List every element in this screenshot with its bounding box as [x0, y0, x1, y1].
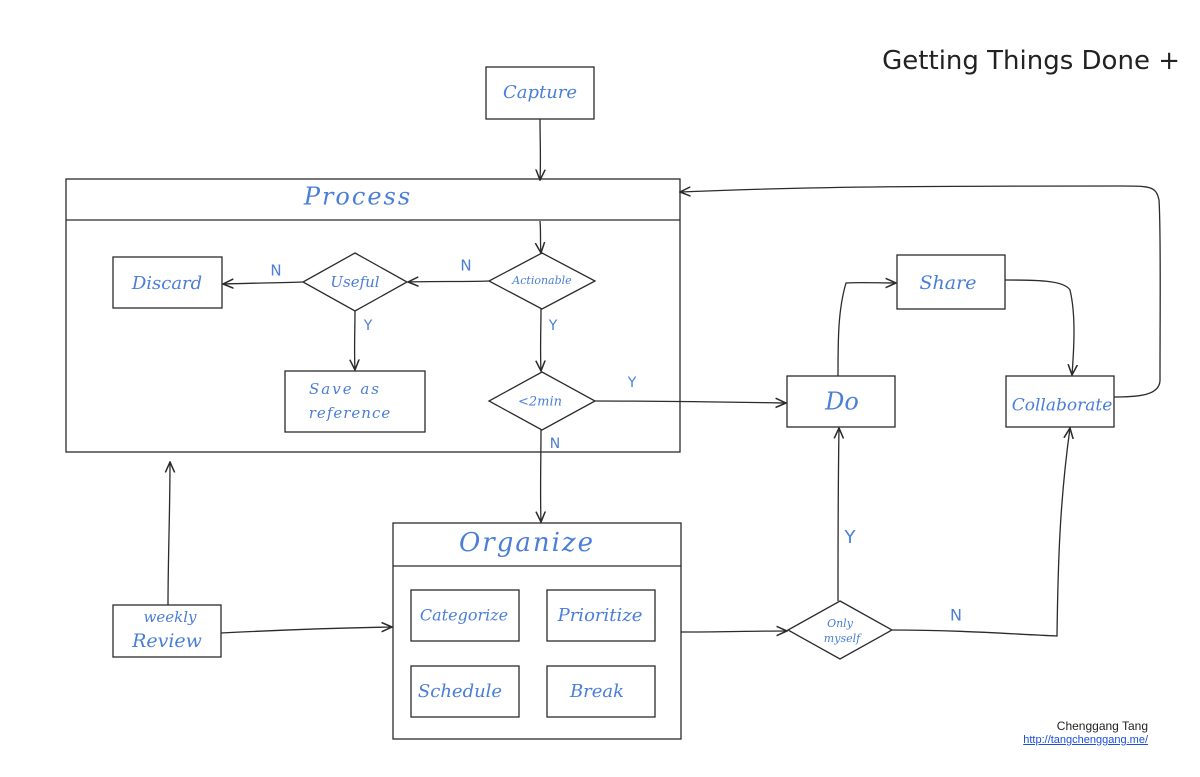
discard-label: Discard	[131, 273, 202, 294]
useful-to-discard-arrow	[223, 282, 304, 284]
process-to-actionable-arrow	[540, 220, 541, 253]
do-label: Do	[824, 388, 859, 416]
author-link[interactable]: http://tangchenggang.me/	[1023, 734, 1148, 746]
two-min-no-label: N	[550, 436, 560, 452]
only-myself-yes-label: Y	[844, 527, 857, 548]
diagram-title: Getting Things Done +	[882, 46, 1180, 76]
author-name: Chenggang Tang	[1056, 719, 1148, 733]
schedule-label: Schedule	[418, 681, 502, 702]
actionable-yes-label: Y	[548, 318, 558, 334]
schedule-box	[410, 665, 520, 718]
save-reference-line1: Save as	[309, 380, 381, 398]
weekly-review-line1: weekly	[144, 608, 197, 626]
weekly-review-box	[112, 604, 222, 658]
only-myself-no-label: N	[950, 606, 962, 625]
collaborate-box	[1005, 375, 1115, 428]
break-box	[546, 665, 656, 718]
organize-title: Organize	[459, 528, 595, 558]
categorize-box	[410, 589, 520, 642]
only-myself-line1: Only	[827, 617, 854, 630]
useful-label: Useful	[330, 273, 379, 291]
only-myself-to-do-arrow	[838, 428, 839, 602]
two-min-to-do-arrow	[594, 401, 786, 403]
do-to-share-arrow	[837, 283, 896, 377]
actionable-no-label: N	[460, 257, 471, 275]
actionable-diamond	[487, 252, 597, 310]
only-myself-to-collaborate-arrow	[891, 428, 1070, 637]
weekly-review-line2: Review	[131, 630, 202, 652]
two-min-diamond	[487, 371, 597, 431]
collaborate-to-process-arrow	[680, 185, 1161, 398]
prioritize-label: Prioritize	[557, 605, 643, 626]
two-min-label: <2min	[518, 395, 562, 410]
save-reference-line2: reference	[309, 404, 391, 422]
categorize-label: Categorize	[420, 606, 508, 625]
only-myself-line2: myself	[824, 632, 862, 645]
collaborate-label: Collaborate	[1012, 396, 1113, 416]
prioritize-box	[546, 589, 656, 642]
share-to-collaborate-arrow	[1004, 279, 1074, 375]
process-container	[65, 178, 681, 453]
weekly-review-to-process-arrow	[168, 462, 170, 606]
capture-label: Capture	[503, 82, 577, 103]
organize-to-only-myself-arrow	[680, 631, 787, 632]
useful-yes-label: Y	[363, 318, 373, 334]
weekly-review-to-organize-arrow	[220, 627, 392, 634]
process-title: Process	[303, 183, 412, 211]
only-myself-diamond	[786, 600, 894, 660]
useful-no-label: N	[270, 262, 281, 280]
two-min-yes-label: Y	[627, 375, 637, 391]
share-label: Share	[920, 272, 977, 294]
actionable-to-useful-arrow	[408, 281, 490, 282]
break-label: Break	[569, 681, 624, 702]
actionable-label: Actionable	[511, 274, 572, 287]
